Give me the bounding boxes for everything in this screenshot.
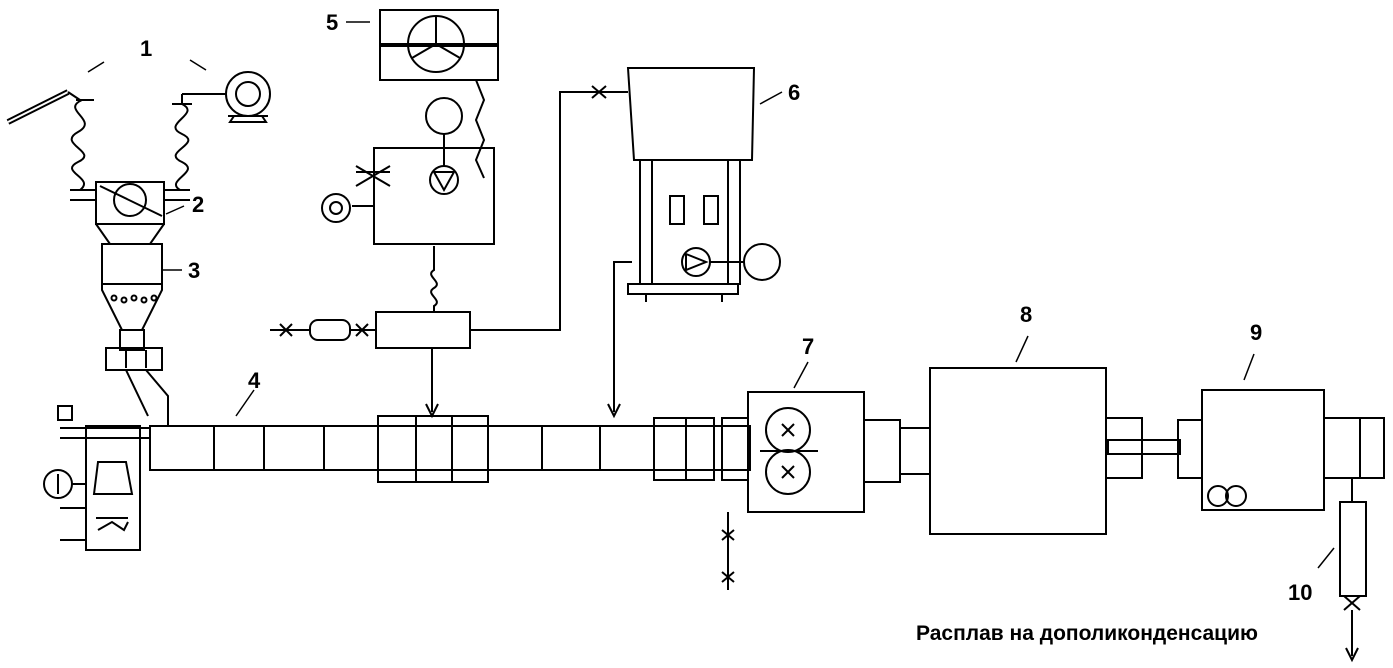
valve-icon <box>591 85 607 99</box>
cyclone-icon <box>101 243 169 426</box>
drain-valve-icon <box>721 512 735 590</box>
flexible-hose-left <box>70 99 86 191</box>
reactor-box <box>929 367 1203 535</box>
label-4: 4 <box>248 368 261 393</box>
label-10: 10 <box>1288 580 1312 605</box>
heater-coil-icon <box>60 507 86 541</box>
label-1: 1 <box>140 36 152 61</box>
fan-cooler-icon <box>379 9 499 179</box>
spring-bellows-icon <box>430 246 438 312</box>
mixer-box <box>270 91 590 419</box>
extruder-drive <box>57 405 150 551</box>
finisher-box <box>1201 389 1385 511</box>
heat-exchanger-icon <box>70 181 190 245</box>
label-6: 6 <box>788 80 800 105</box>
label-3: 3 <box>188 258 200 283</box>
leader-lines <box>87 21 1335 569</box>
output-caption: Расплав на дополиконденсацию <box>916 622 1258 645</box>
pump-unit <box>321 147 495 245</box>
gauge-icon <box>43 469 86 499</box>
label-8: 8 <box>1020 302 1032 327</box>
label-7: 7 <box>802 334 814 359</box>
label-5: 5 <box>326 10 338 35</box>
storage-tank <box>590 67 781 419</box>
label-2: 2 <box>192 192 204 217</box>
solar-panel-icon <box>6 89 94 125</box>
flexible-hose-right <box>174 103 190 191</box>
mixing-rollers-icon <box>747 391 931 513</box>
outlet-pipe <box>1339 478 1367 663</box>
extruder-barrel <box>149 415 751 483</box>
label-9: 9 <box>1250 320 1262 345</box>
